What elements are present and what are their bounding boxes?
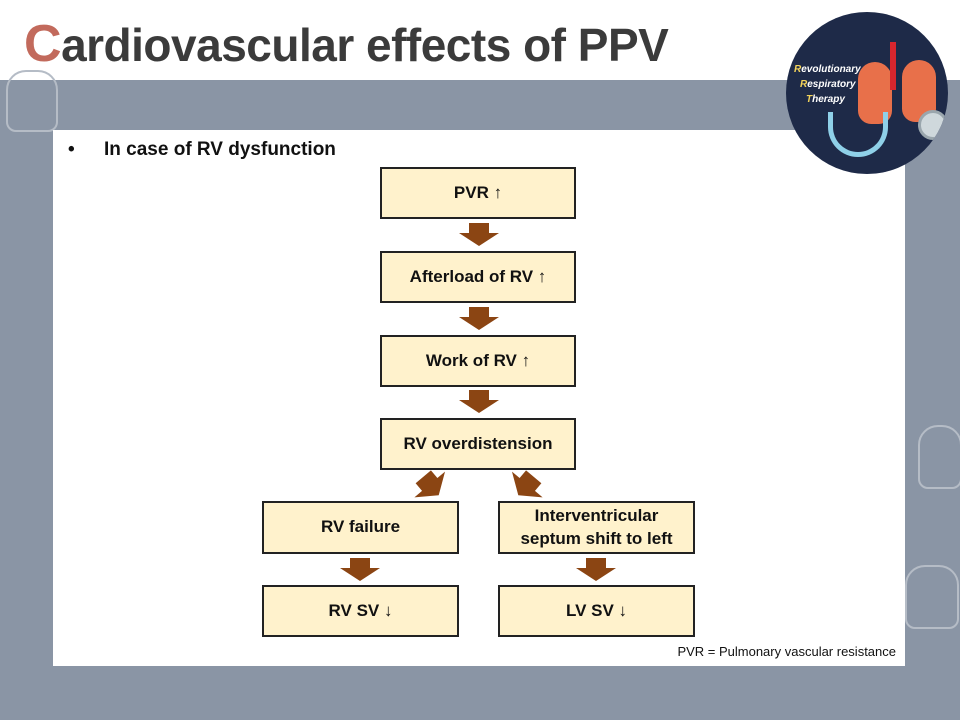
stethoscope-icon [828, 112, 888, 157]
stethoscope-head-icon [918, 110, 948, 140]
logo-line-3: Therapy [806, 94, 845, 105]
bullet-item: •In case of RV dysfunction [68, 139, 336, 160]
box-lv-sv: LV SV ↓ [498, 585, 695, 637]
title-text: ardiovascular effects of PPV [61, 19, 669, 71]
lung-outline-icon [6, 70, 58, 132]
title-initial: C [24, 15, 62, 73]
lung-outline-icon [918, 425, 960, 489]
box-work: Work of RV ↑ [380, 335, 576, 387]
logo-line-2: Respiratory [800, 79, 856, 90]
slide-title: Cardiovascular effects of PPV [24, 14, 669, 74]
trachea-icon [890, 42, 896, 90]
box-overdistension: RV overdistension [380, 418, 576, 470]
logo-line-1: Revolutionary [794, 64, 861, 75]
box-septum-shift: Interventricular septum shift to left [498, 501, 695, 554]
box-rv-sv: RV SV ↓ [262, 585, 459, 637]
lung-outline-icon [905, 565, 959, 629]
bullet-text: In case of RV dysfunction [104, 139, 336, 160]
footnote: PVR = Pulmonary vascular resistance [677, 644, 896, 659]
box-afterload: Afterload of RV ↑ [380, 251, 576, 303]
logo: Revolutionary Respiratory Therapy [786, 12, 948, 174]
box-rv-failure: RV failure [262, 501, 459, 554]
box-pvr: PVR ↑ [380, 167, 576, 219]
